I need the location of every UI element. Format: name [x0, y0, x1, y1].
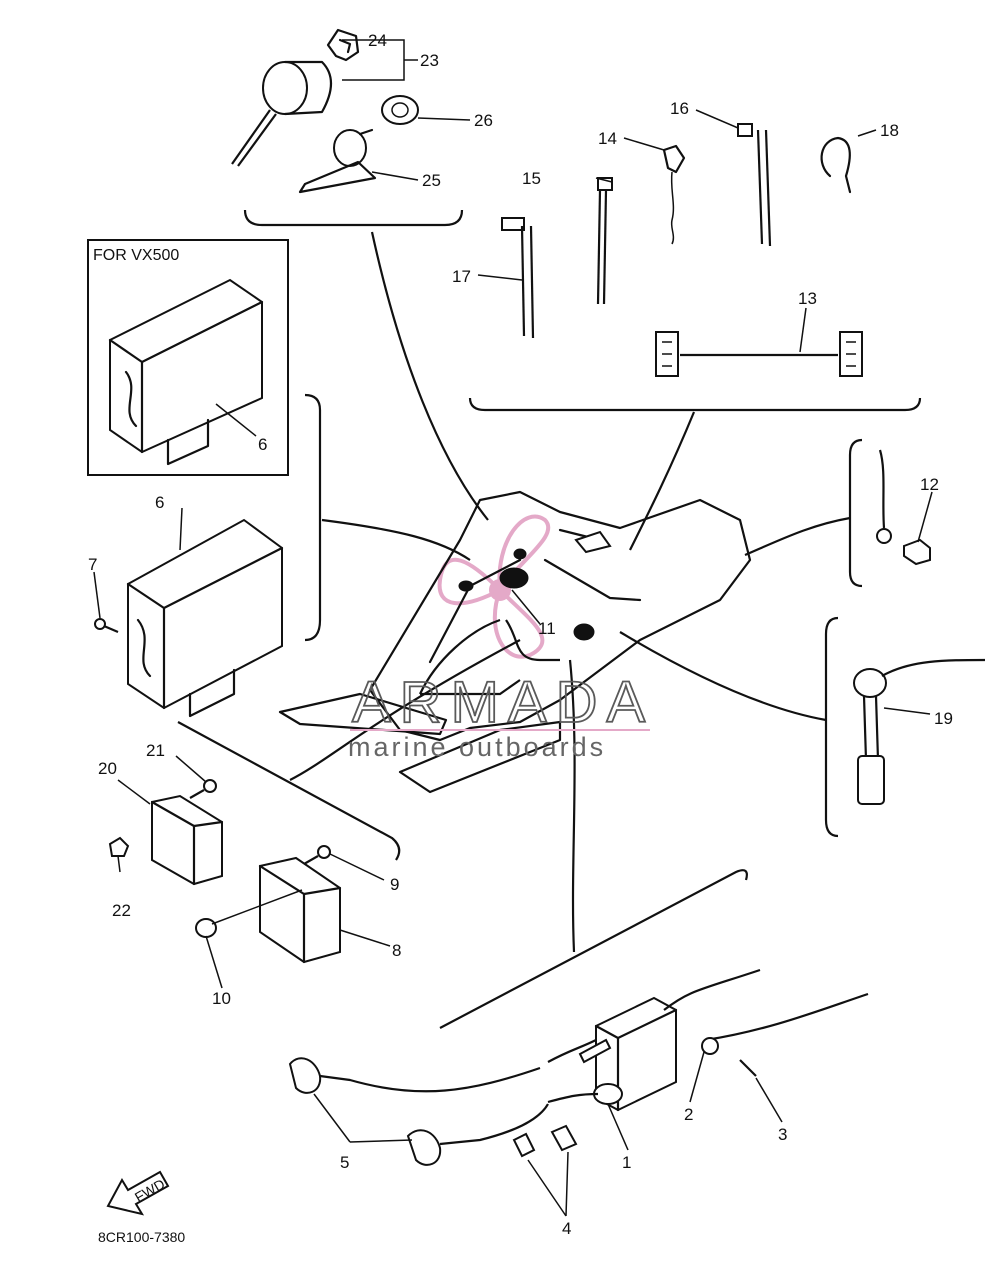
callout-22: 22 [112, 901, 131, 920]
ignition-coil [547, 968, 869, 1112]
cdi-bracket [304, 393, 322, 642]
callout-6-inset: 6 [258, 435, 267, 454]
inset-cdi-unit [108, 278, 264, 466]
hull-and-wiring [278, 231, 851, 953]
callout-8: 8 [392, 941, 401, 960]
callout-12: 12 [920, 475, 939, 494]
callout-18: 18 [880, 121, 899, 140]
rectifier-bracket [177, 721, 401, 861]
callout-15: 15 [522, 169, 541, 188]
leader-lines [93, 39, 933, 1217]
callout-2: 2 [684, 1105, 693, 1124]
watermark-tagline: marine outboards [348, 732, 606, 762]
callout-1: 1 [622, 1153, 631, 1172]
fuel-sensor-bracket [824, 616, 839, 838]
callout-9: 9 [390, 875, 399, 894]
callout-19: 19 [934, 709, 953, 728]
spark-plug-caps [288, 1057, 578, 1166]
watermark-brand: ARMADA [352, 670, 654, 735]
callout-16: 16 [670, 99, 689, 118]
callout-17: 17 [452, 267, 471, 286]
callout-3: 3 [778, 1125, 787, 1144]
fuel-sensor [853, 658, 986, 805]
callout-4: 4 [562, 1219, 571, 1238]
drawing-code: 8CR100-7380 [98, 1229, 185, 1245]
callout-13: 13 [798, 289, 817, 308]
callout-10: 10 [212, 989, 231, 1008]
callout-25: 25 [422, 171, 441, 190]
watermark-propeller-logo [437, 514, 551, 659]
earth-lead-bracket [848, 438, 863, 588]
callout-20: 20 [98, 759, 117, 778]
callout-23: 23 [420, 51, 439, 70]
relay-unit [195, 845, 342, 964]
rectifier-regulator [108, 779, 224, 886]
callout-14: 14 [598, 129, 617, 148]
callout-21: 21 [146, 741, 165, 760]
callout-24: 24 [368, 31, 387, 50]
cable-tie-group [468, 123, 922, 412]
callout-7: 7 [88, 555, 97, 574]
ignition-coil-bracket [439, 869, 748, 1029]
vx500-inset-frame [87, 239, 289, 476]
callout-26: 26 [474, 111, 493, 130]
ignition-switch-group [231, 28, 464, 227]
cdi-unit [94, 518, 284, 718]
fwd-direction-arrow: FWD [106, 1170, 170, 1216]
callout-6: 6 [155, 493, 164, 512]
callout-11: 11 [538, 619, 556, 638]
earth-lead [876, 449, 931, 566]
inset-title: FOR VX500 [93, 247, 179, 264]
callout-labels: 1 2 3 4 5 6 6 7 8 9 10 11 12 13 14 15 16… [88, 31, 953, 1238]
callout-5: 5 [340, 1153, 349, 1172]
